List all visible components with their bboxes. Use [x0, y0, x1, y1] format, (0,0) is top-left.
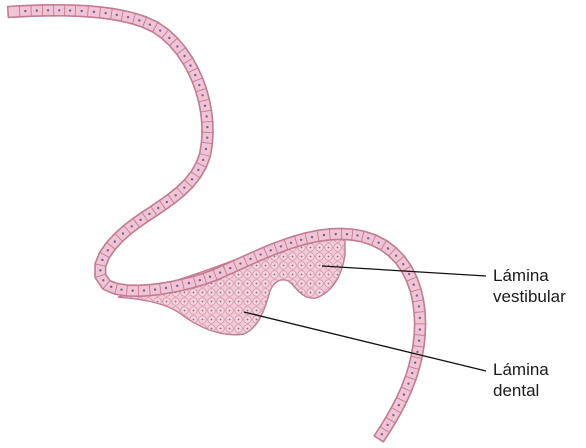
cell-nucleus	[346, 233, 348, 235]
cell-nucleus	[139, 219, 141, 221]
cell-nucleus	[149, 23, 151, 25]
cell-nucleus	[120, 288, 122, 290]
cell-nucleus	[270, 249, 272, 251]
cell-nucleus	[419, 317, 421, 319]
leader-line-dental	[244, 312, 486, 371]
cell-nucleus	[24, 10, 26, 12]
cell-nucleus	[392, 414, 394, 416]
cell-nucleus	[414, 361, 416, 363]
cell-nucleus	[381, 433, 383, 435]
cell-nucleus	[93, 11, 95, 13]
cell-nucleus	[176, 285, 178, 287]
cell-nucleus	[377, 241, 379, 243]
cell-nucleus	[367, 237, 369, 239]
cell-nucleus	[131, 225, 133, 227]
cell-nucleus	[58, 9, 60, 11]
epithelium-outline	[8, 5, 426, 442]
cell-nucleus	[159, 29, 161, 31]
cell-nucleus	[419, 328, 421, 330]
cell-nucleus	[411, 372, 413, 374]
cell-nucleus	[176, 45, 178, 47]
cell-nucleus	[201, 94, 203, 96]
cell-nucleus	[102, 279, 104, 281]
cell-nucleus	[204, 105, 206, 107]
cell-nucleus	[110, 286, 112, 288]
cell-nucleus	[104, 12, 106, 14]
cell-nucleus	[174, 194, 176, 196]
cell-nucleus	[418, 340, 420, 342]
cell-nucleus	[47, 9, 49, 11]
cell-nucleus	[101, 259, 103, 261]
cell-nucleus	[122, 232, 124, 234]
cell-nucleus	[386, 424, 388, 426]
cell-nucleus	[205, 115, 207, 117]
cell-nucleus	[290, 242, 292, 244]
cell-nucleus	[36, 9, 38, 11]
cell-nucleus	[199, 279, 201, 281]
label-lamina-vestibular: Lámina vestibular	[493, 265, 566, 307]
cell-nucleus	[188, 282, 190, 284]
cell-nucleus	[154, 288, 156, 290]
cell-nucleus	[323, 234, 325, 236]
cell-nucleus	[259, 253, 261, 255]
cell-nucleus	[166, 201, 168, 203]
cell-nucleus	[418, 305, 420, 307]
cell-nucleus	[148, 213, 150, 215]
cell-nucleus	[165, 287, 167, 289]
cell-nucleus	[300, 239, 302, 241]
label-dental-line1: Lámina	[493, 359, 549, 380]
cell-nucleus	[183, 186, 185, 188]
cell-nucleus	[206, 137, 208, 139]
cell-nucleus	[219, 271, 221, 273]
cell-nucleus	[229, 267, 231, 269]
cell-nucleus	[205, 148, 207, 150]
cell-nucleus	[143, 289, 145, 291]
cell-nucleus	[127, 16, 129, 18]
cell-nucleus	[206, 126, 208, 128]
cell-divider	[19, 6, 20, 17]
cell-nucleus	[356, 234, 358, 236]
cell-nucleus	[398, 404, 400, 406]
cell-nucleus	[189, 64, 191, 66]
cell-nucleus	[114, 240, 116, 242]
cell-nucleus	[416, 294, 418, 296]
cell-nucleus	[197, 169, 199, 171]
cell-nucleus	[116, 14, 118, 16]
cell-nucleus	[191, 178, 193, 180]
cell-nucleus	[209, 276, 211, 278]
cell-nucleus	[335, 233, 337, 235]
cell-nucleus	[412, 284, 414, 286]
cell-nucleus	[157, 207, 159, 209]
cell-nucleus	[311, 236, 313, 238]
cell-nucleus	[198, 84, 200, 86]
cell-nucleus	[280, 245, 282, 247]
label-vestibular-line2: vestibular	[493, 286, 566, 307]
cell-nucleus	[168, 37, 170, 39]
cell-nucleus	[131, 289, 133, 291]
cell-nucleus	[402, 263, 404, 265]
cell-nucleus	[69, 9, 71, 11]
cell-nucleus	[138, 19, 140, 21]
label-vestibular-line1: Lámina	[493, 265, 566, 286]
cell-nucleus	[387, 247, 389, 249]
cell-nucleus	[416, 351, 418, 353]
cell-nucleus	[249, 258, 251, 260]
cell-nucleus	[194, 74, 196, 76]
epithelial-cell-band	[8, 5, 426, 442]
cell-nucleus	[403, 393, 405, 395]
cell-nucleus	[80, 10, 82, 12]
cell-nucleus	[395, 255, 397, 257]
cell-nucleus	[202, 159, 204, 161]
cell-nucleus	[107, 249, 109, 251]
cell-nucleus	[99, 269, 101, 271]
cell-nucleus	[408, 273, 410, 275]
cell-nucleus	[239, 262, 241, 264]
cell-nucleus	[407, 382, 409, 384]
label-dental-line2: dental	[493, 380, 549, 401]
label-lamina-dental: Lámina dental	[493, 359, 549, 401]
cell-nucleus	[183, 55, 185, 57]
